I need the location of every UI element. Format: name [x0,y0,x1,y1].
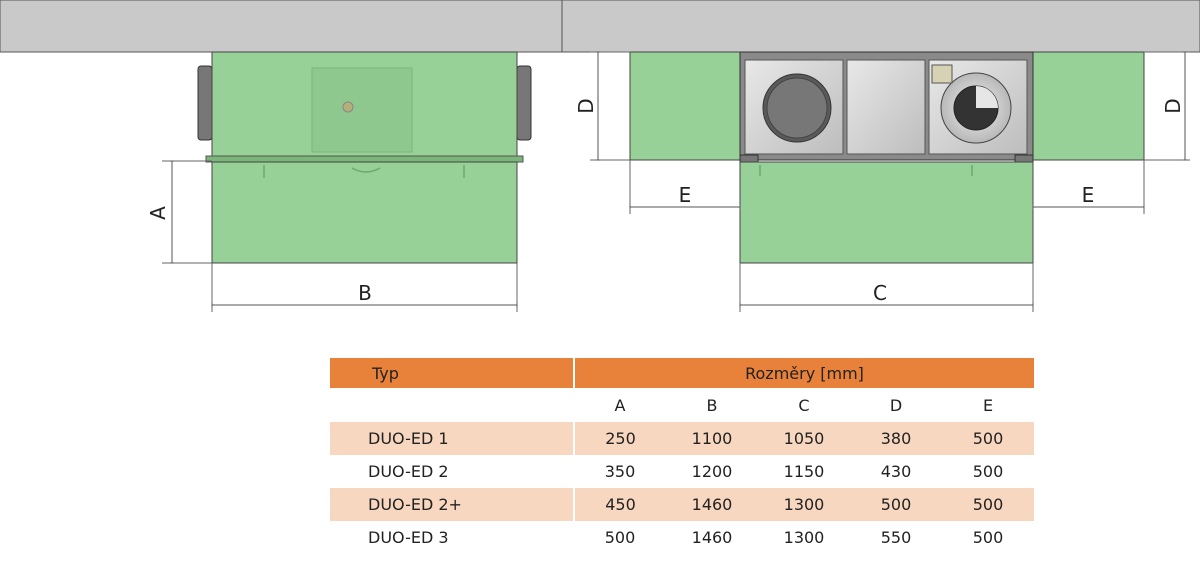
column-letters-row: A B C D E [330,388,1034,422]
table-row: DUO-ED 2+ 450 1460 1300 500 500 [330,488,1035,521]
value-d: 380 [850,422,942,455]
col-a: A [614,395,626,415]
model-name: DUO-ED 1 [330,422,574,455]
value-b: 1460 [666,488,758,521]
value-e: 500 [972,462,1004,481]
header-type: Typ [330,358,574,388]
duct-end-right [516,65,532,141]
ceiling-right [561,0,1200,53]
model-name: DUO-ED 2+ [330,488,574,521]
access-panel [311,67,413,153]
value-c: 1050 [758,422,850,455]
value-b: 1100 [666,422,758,455]
side-block-left [629,51,741,161]
value-e: 500 [942,422,1035,455]
duct-end-left [197,65,213,141]
dim-label-b: B [358,281,372,305]
table-row: DUO-ED 1 250 1100 1050 380 500 [330,422,1035,455]
value-c: 1300 [758,488,850,521]
unit-drawing: A B D D [0,0,1200,312]
unit-lower-box [211,161,518,264]
model-name: DUO-ED 3 [368,528,449,547]
value-c: 1150 [783,462,825,481]
panel-middle [846,59,926,155]
value-c: 1300 [783,528,825,547]
value-a: 250 [573,422,666,455]
header-dimensions: Rozměry [mm] [572,358,1035,388]
side-view: A B [146,51,532,312]
dim-label-c: C [873,281,887,305]
ceiling-left [0,0,563,53]
table-row: DUO-ED 2 350 1200 1150 430 500 [330,455,1034,488]
table-row: DUO-ED 3 500 1460 1300 550 500 [330,521,1034,554]
value-b: 1460 [691,528,733,547]
front-view: D D E E C [574,51,1190,312]
col-e: E [982,395,994,415]
value-a: 450 [573,488,666,521]
dim-label-e-left: E [679,183,692,207]
col-c: C [798,395,810,415]
unit-bracket [205,155,524,163]
dim-label-d-left: D [574,98,598,113]
value-a: 350 [604,462,636,481]
col-d: D [889,395,903,415]
indicator-dot [342,101,354,113]
value-a: 500 [604,528,636,547]
unit-lower-box-front [739,161,1034,264]
dim-label-e-right: E [1082,183,1095,207]
table-header-row: Typ Rozměry [mm] [330,358,1035,388]
dim-label-d-right: D [1161,98,1185,113]
value-d: 430 [880,462,912,481]
value-d: 500 [850,488,942,521]
model-name: DUO-ED 2 [368,462,449,481]
col-b: B [706,395,718,415]
value-d: 550 [880,528,912,547]
value-e: 500 [972,528,1004,547]
dimensions-table: Typ Rozměry [mm] A B C D E DUO-ED 1 250 … [330,358,1035,554]
dim-label-a: A [146,206,170,220]
value-b: 1200 [691,462,733,481]
side-block-right [1032,51,1145,161]
control-box [931,64,953,84]
value-e: 500 [942,488,1035,521]
